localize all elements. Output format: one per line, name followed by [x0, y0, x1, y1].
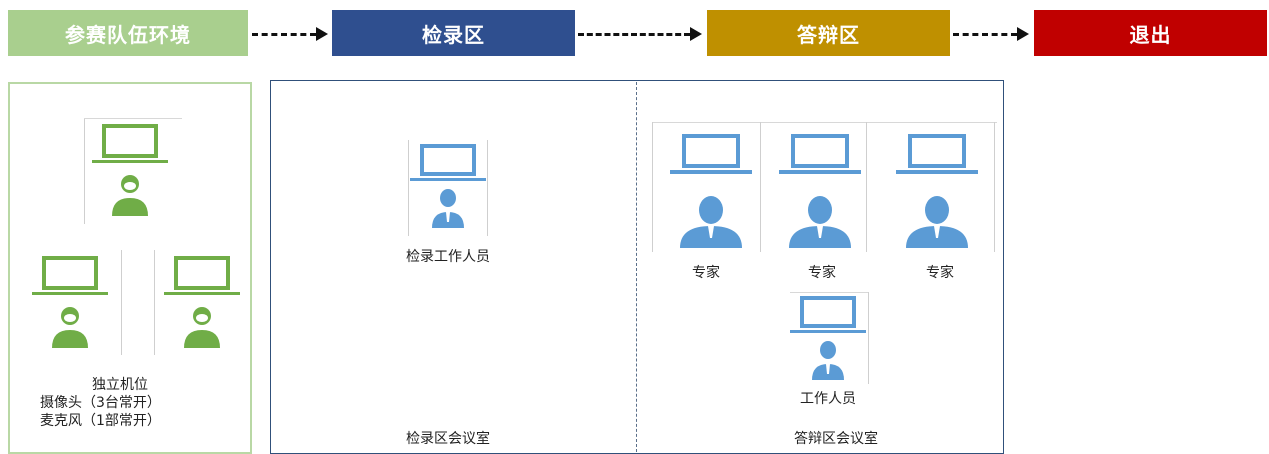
expert-label-2: 专家 — [808, 265, 836, 281]
station-divider — [868, 292, 869, 384]
room-divider — [636, 82, 637, 452]
team-caption-microphone: 麦克风（1部常开） — [40, 413, 161, 429]
flow-arrowhead-1 — [316, 27, 328, 41]
team-caption-title: 独立机位 — [92, 377, 148, 393]
expert-row-border — [652, 122, 997, 123]
expert-workstation-icon — [896, 134, 978, 248]
station-divider — [652, 122, 653, 252]
expert-label-3: 专家 — [926, 265, 954, 281]
team-caption-cameras: 摄像头（3台常开） — [40, 395, 161, 411]
team-workstation-icon — [164, 256, 240, 348]
stage-checkin-area: 检录区 — [332, 10, 575, 56]
station-divider — [84, 118, 85, 224]
expert-station-2 — [775, 130, 865, 248]
flow-arrow-1 — [252, 33, 316, 36]
station-divider — [790, 292, 868, 293]
station-divider — [121, 250, 122, 355]
station-divider — [866, 122, 867, 252]
checkin-staff-station — [408, 142, 488, 252]
defense-staff-label: 工作人员 — [800, 391, 856, 407]
station-divider — [994, 122, 995, 252]
team-station-right — [162, 252, 242, 362]
defense-room-label: 答辩区会议室 — [794, 431, 878, 447]
checkin-room-label: 检录区会议室 — [406, 431, 490, 447]
checkin-staff-label: 检录工作人员 — [406, 249, 490, 265]
expert-workstation-icon — [779, 134, 861, 248]
flow-arrowhead-2 — [690, 27, 702, 41]
station-divider — [154, 250, 155, 355]
flow-arrowhead-3 — [1017, 27, 1029, 41]
expert-station-3 — [892, 130, 982, 248]
team-station-top — [90, 120, 170, 230]
station-divider — [487, 140, 488, 236]
flow-arrow-2 — [578, 33, 690, 36]
team-workstation-icon — [32, 256, 108, 348]
stage-exit: 退出 — [1034, 10, 1267, 56]
defense-staff-station — [788, 294, 868, 404]
flow-arrow-3 — [953, 33, 1017, 36]
stage-team-environment: 参赛队伍环境 — [8, 10, 248, 56]
station-divider — [408, 140, 409, 236]
team-workstation-icon — [92, 124, 168, 216]
staff-workstation-icon — [410, 144, 486, 228]
station-divider — [84, 118, 182, 119]
staff-workstation-icon — [790, 296, 866, 380]
stage-defense-area: 答辩区 — [707, 10, 950, 56]
expert-label-1: 专家 — [692, 265, 720, 281]
expert-workstation-icon — [670, 134, 752, 248]
team-station-left — [30, 252, 110, 362]
station-divider — [760, 122, 761, 252]
expert-station-1 — [666, 130, 756, 248]
